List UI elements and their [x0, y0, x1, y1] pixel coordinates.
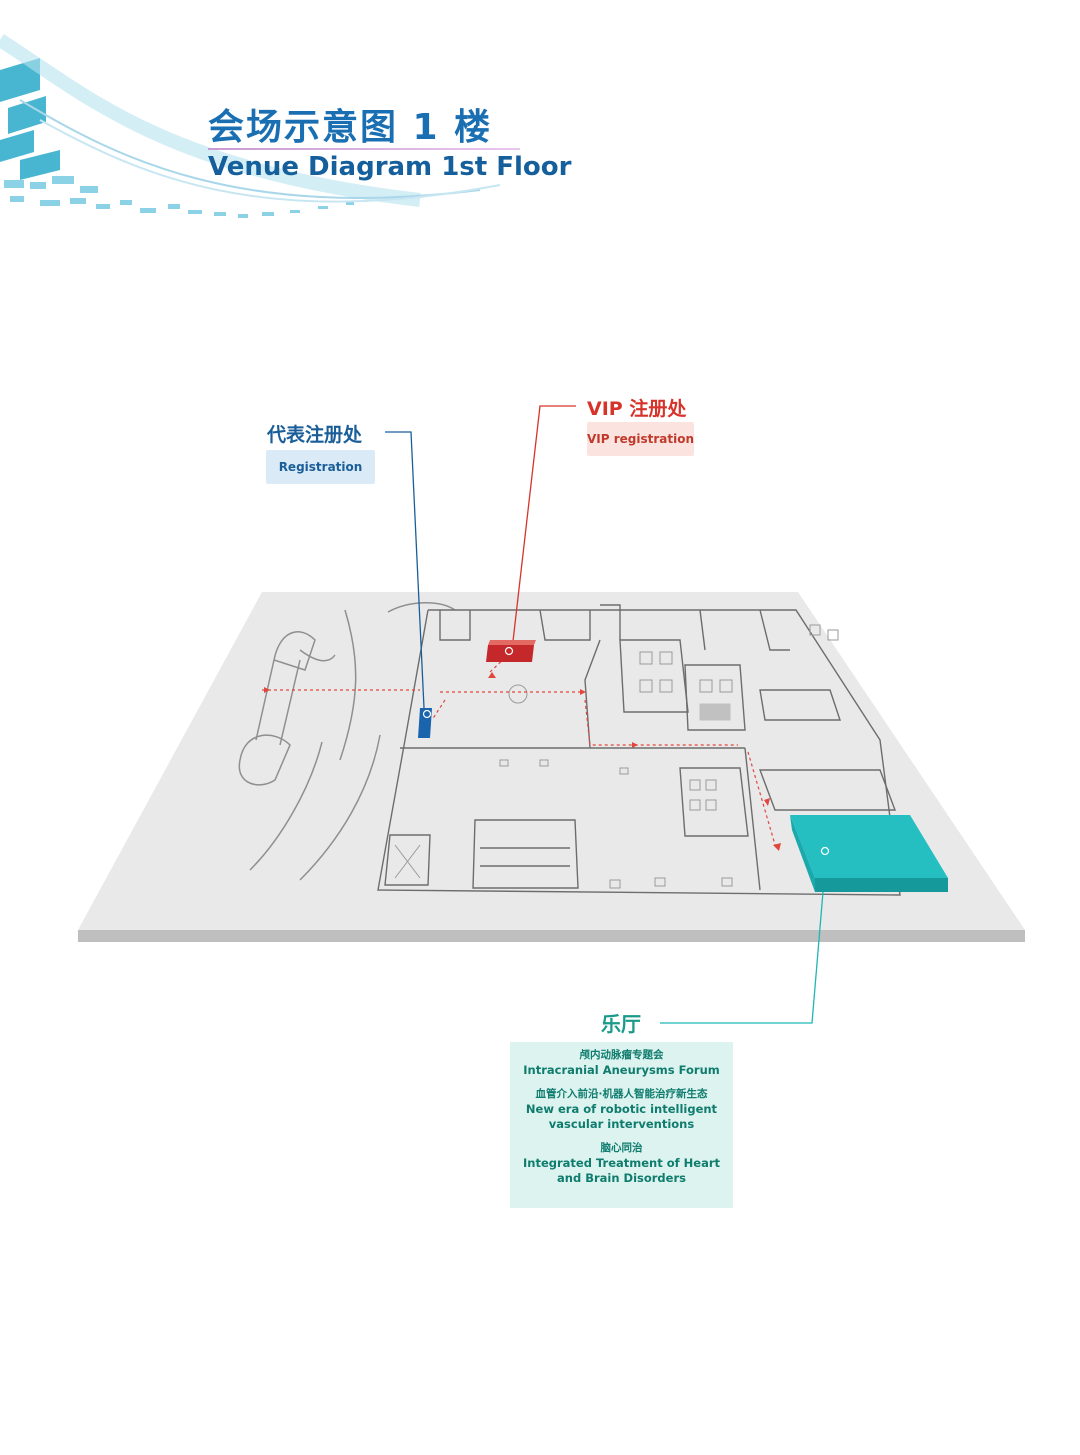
registration-leader	[385, 431, 425, 709]
route-arrows	[264, 672, 781, 851]
session-name-en: Integrated Treatment of Heart and Brain …	[523, 1156, 720, 1185]
session-item: 脑心同治 Integrated Treatment of Heart and B…	[510, 1141, 733, 1186]
session-item: 血管介入前沿·机器人智能治疗新生态 New era of robotic int…	[510, 1087, 733, 1132]
concert-hall-sessions: 颅内动脉瘤专题会 Intracranial Aneurysms Forum 血管…	[510, 1042, 733, 1208]
concert-hall-marker	[790, 815, 948, 892]
registration-tag: Registration	[266, 450, 375, 484]
concert-hall-title: 乐厅	[601, 1012, 641, 1036]
session-name-en: Intracranial Aneurysms Forum	[523, 1063, 720, 1077]
session-name-en: New era of robotic intelligent vascular …	[525, 1102, 718, 1131]
registration-title: 代表注册处	[267, 424, 363, 446]
title-underline	[208, 148, 520, 150]
header-decoration	[0, 34, 501, 218]
building-walls	[377, 604, 901, 896]
page-subtitle: Venue Diagram 1st Floor	[208, 152, 572, 182]
session-name-zh: 颅内动脉瘤专题会	[579, 1049, 664, 1061]
session-name-zh: 血管介入前沿·机器人智能治疗新生态	[535, 1088, 708, 1100]
hall-leader	[660, 879, 825, 1024]
session-item: 颅内动脉瘤专题会 Intracranial Aneurysms Forum	[510, 1048, 733, 1078]
floor-slab-edge	[78, 930, 1025, 942]
vip-leader	[511, 405, 576, 651]
vip-registration-title: VIP 注册处	[587, 398, 687, 420]
building-details	[394, 624, 839, 889]
registration-marker	[418, 708, 432, 738]
page-title: 会场示意图 1 楼	[208, 107, 493, 148]
session-name-zh: 脑心同治	[600, 1142, 643, 1154]
floor-slab	[78, 592, 1025, 930]
entrance-curves	[238, 602, 456, 881]
callout-leaders	[385, 405, 825, 1024]
vip-registration-tag: VIP registration	[587, 422, 694, 456]
vip-registration-marker	[486, 640, 536, 662]
